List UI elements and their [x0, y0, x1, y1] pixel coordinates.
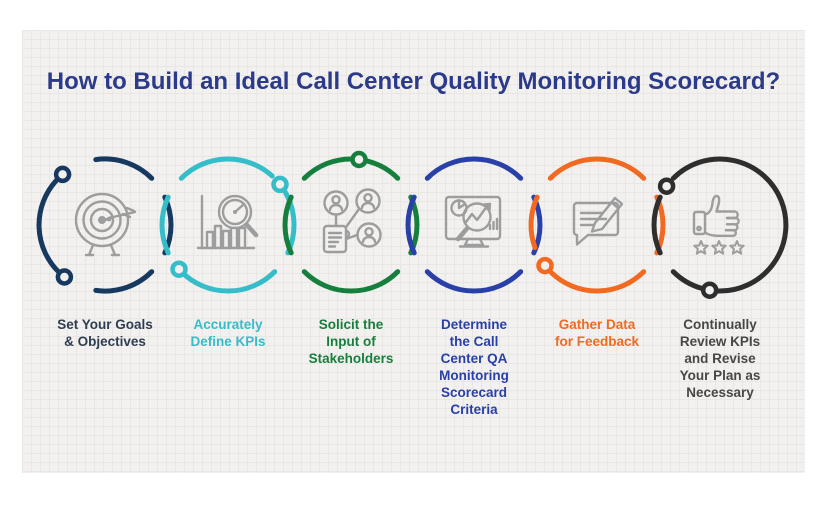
kpi-analysis-icon [196, 194, 259, 250]
infographic-card: How to Build an Ideal Call Center Qualit… [22, 30, 805, 473]
ring-circle [528, 156, 666, 294]
page-title: How to Build an Ideal Call Center Qualit… [46, 68, 781, 95]
target-icon [74, 192, 137, 257]
feedback-note-icon [572, 196, 624, 246]
stakeholders-network-icon [322, 188, 382, 254]
star-icon [711, 240, 727, 255]
ring-circle [651, 156, 789, 299]
monitor-analytics-icon [444, 195, 502, 248]
step-label: Set Your Goals& Objectives [57, 317, 153, 349]
star-icon [729, 240, 745, 255]
star-icon [693, 240, 709, 255]
thumbs-up-rating-icon [692, 194, 745, 255]
